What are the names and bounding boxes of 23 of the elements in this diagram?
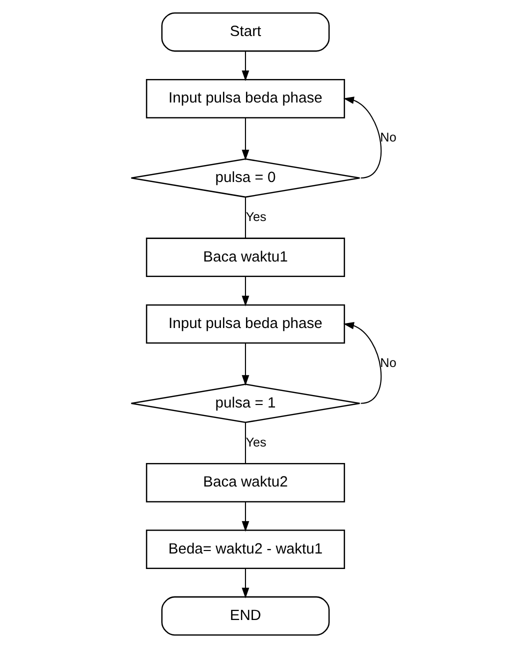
edge-label: No <box>380 356 396 370</box>
node-box: Beda= waktu2 - waktu1 <box>146 530 346 570</box>
arrow <box>242 568 250 598</box>
node-box: Input pulsa beda phase <box>146 78 346 118</box>
connector <box>244 197 246 238</box>
edge-label: No <box>380 130 396 145</box>
node-diamond: pulsa = 0 <box>130 158 360 198</box>
node-box: Start <box>161 12 330 52</box>
arrow <box>242 276 250 306</box>
arrow <box>343 96 382 179</box>
connector <box>244 422 246 464</box>
node-box: Baca waktu1 <box>146 238 346 278</box>
node-box: END <box>161 596 330 636</box>
arrow <box>242 343 250 386</box>
arrow <box>242 502 250 532</box>
node-box: Input pulsa beda phase <box>146 304 346 344</box>
edge-label: Yes <box>246 210 266 224</box>
arrow <box>242 51 250 82</box>
edge-label: Yes <box>246 435 266 450</box>
arrow <box>343 322 382 404</box>
arrow <box>242 118 250 160</box>
node-box: Baca waktu2 <box>146 463 346 502</box>
node-diamond: pulsa = 1 <box>130 384 360 424</box>
